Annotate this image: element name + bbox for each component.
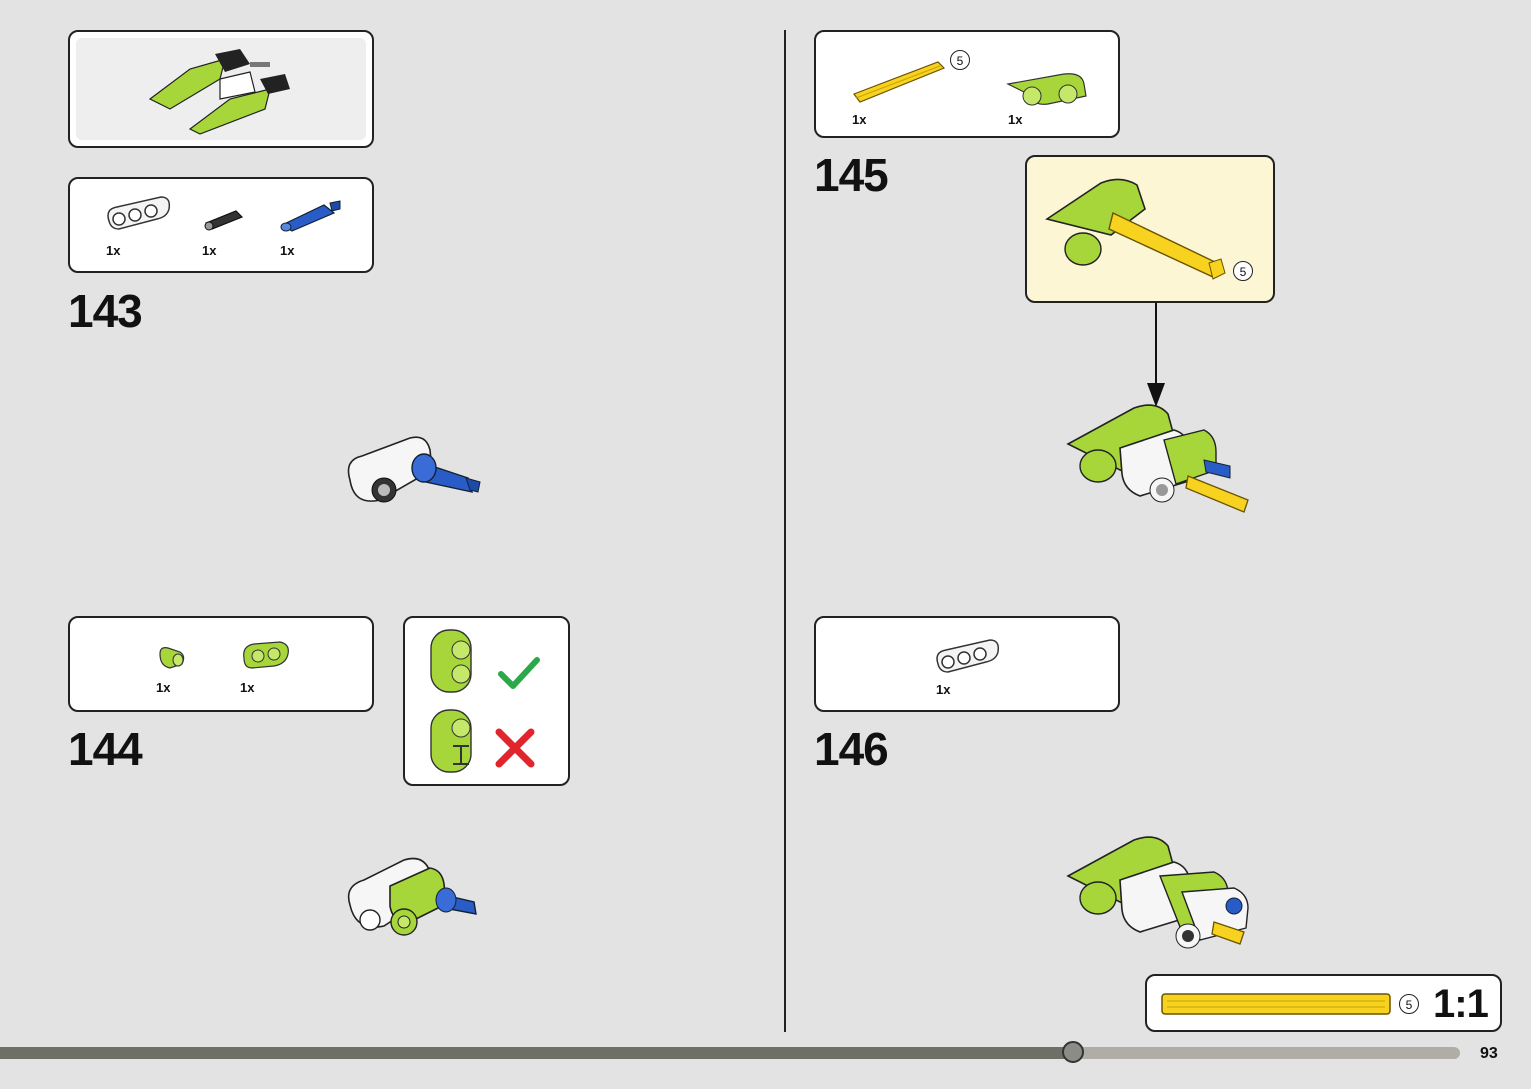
orientation-hint bbox=[403, 616, 570, 786]
step-number: 146 bbox=[814, 723, 889, 775]
axle-length-badge: 5 bbox=[950, 50, 970, 70]
step-145-model-image bbox=[1066, 404, 1249, 513]
step-number: 144 bbox=[68, 723, 143, 775]
yellow-axle-icon bbox=[853, 61, 946, 103]
progress-fill bbox=[0, 1047, 1073, 1059]
scale-reference: 5 1:1 bbox=[1145, 974, 1502, 1032]
step-145-parts-list: 5 1x 1x bbox=[814, 30, 1120, 138]
correct-orientation-image bbox=[430, 629, 472, 693]
page-divider bbox=[784, 30, 786, 1032]
part-qty: 1x bbox=[280, 243, 295, 258]
step-145-callout: 5 bbox=[1025, 155, 1275, 303]
step-143-model-image bbox=[347, 436, 481, 503]
callout-subassembly-image bbox=[1045, 178, 1226, 280]
subassembly-model-image bbox=[148, 49, 290, 135]
step-144-model-image bbox=[347, 857, 477, 936]
subassembly-preview bbox=[68, 30, 374, 148]
axle-scale-image bbox=[1161, 993, 1391, 1015]
check-icon bbox=[498, 657, 540, 689]
black-pin-icon bbox=[204, 210, 244, 231]
beam-white-icon bbox=[936, 639, 1000, 673]
page-number: 93 bbox=[1480, 1045, 1498, 1062]
step-146-model-image bbox=[1066, 836, 1249, 949]
step-146-parts-list: 1x bbox=[814, 616, 1120, 712]
part-qty: 1x bbox=[156, 680, 171, 695]
scale-length-badge: 5 bbox=[1399, 994, 1419, 1014]
cross-icon bbox=[495, 728, 535, 768]
lime-bush-icon bbox=[159, 647, 185, 669]
callout-axle-length-badge: 5 bbox=[1233, 261, 1253, 281]
lime-connector-icon bbox=[243, 641, 289, 669]
part-qty: 1x bbox=[106, 243, 121, 258]
scale-label: 1:1 bbox=[1433, 982, 1489, 1026]
incorrect-orientation-image bbox=[430, 709, 472, 773]
part-qty: 1x bbox=[936, 682, 951, 697]
part-qty: 1x bbox=[1008, 112, 1023, 127]
beam-white-icon bbox=[107, 196, 171, 230]
progress-knob bbox=[1062, 1041, 1084, 1063]
step-144-parts-list: 1x 1x bbox=[68, 616, 374, 712]
part-qty: 1x bbox=[240, 680, 255, 695]
step-number: 145 bbox=[814, 149, 889, 201]
part-qty: 1x bbox=[202, 243, 217, 258]
arrow-down-icon bbox=[1147, 303, 1165, 407]
step-number: 143 bbox=[68, 285, 143, 337]
blue-axle-pin-icon bbox=[280, 200, 341, 232]
step-143-parts-list: 1x 1x 1x bbox=[68, 177, 374, 273]
lime-angle-connector-icon bbox=[1006, 73, 1087, 106]
part-qty: 1x bbox=[852, 112, 867, 127]
